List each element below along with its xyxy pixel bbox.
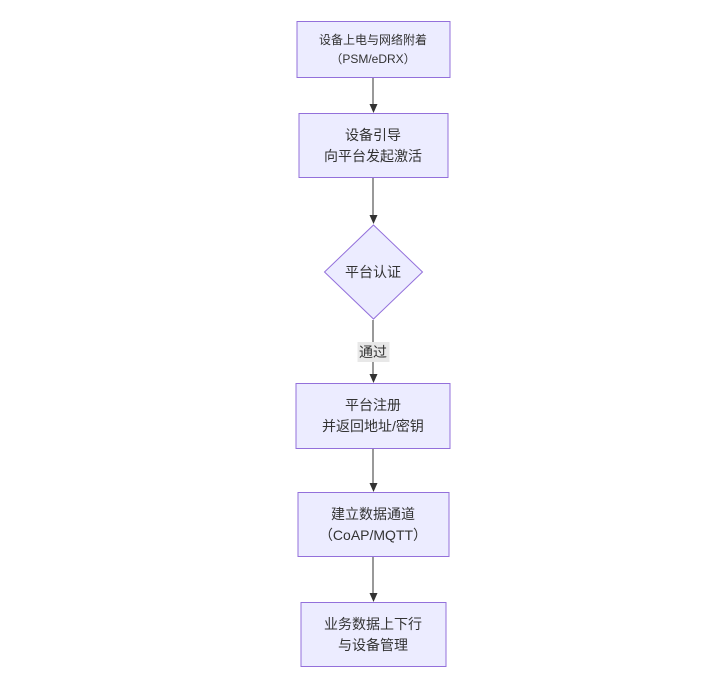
edge-arrow-4	[369, 449, 377, 492]
edge-arrow-1	[369, 78, 377, 113]
edge-arrow-5	[369, 557, 377, 602]
node-text-line: 设备上电与网络附着	[318, 32, 427, 47]
flowchart-column: 设备上电与网络附着 （PSM/eDRX） 设备引导 向平台发起激活 平台认证	[295, 21, 451, 667]
node-text-line: 建立数据通道	[331, 505, 415, 522]
diamond-shape-icon	[323, 224, 423, 320]
edge-arrow-3: 通过	[357, 320, 389, 383]
node-text-line: 向平台发起激活	[324, 147, 422, 164]
node-text-line: （CoAP/MQTT）	[318, 526, 428, 543]
node-text-line: 与设备管理	[338, 636, 408, 653]
edge-line	[372, 78, 374, 105]
arrowhead-down-icon	[369, 215, 377, 224]
arrowhead-down-icon	[369, 374, 377, 383]
node-text-line: 平台认证	[345, 264, 401, 280]
node-text-line: 设备引导	[345, 126, 401, 143]
flow-node-business-data: 业务数据上下行 与设备管理	[300, 602, 446, 667]
node-text-line: 业务数据上下行	[324, 615, 422, 632]
node-text-line: 并返回地址/密钥	[322, 418, 424, 434]
flow-node-platform-register: 平台注册 并返回地址/密钥	[295, 383, 451, 449]
edge-arrow-2	[369, 178, 377, 224]
flow-node-device-bootstrap: 设备引导 向平台发起激活	[298, 113, 448, 178]
flow-node-data-channel: 建立数据通道 （CoAP/MQTT）	[297, 492, 449, 557]
flow-node-power-network-attach: 设备上电与网络附着 （PSM/eDRX）	[296, 21, 450, 78]
flow-node-platform-auth-decision: 平台认证	[323, 224, 423, 320]
edge-label-pass: 通过	[357, 341, 389, 362]
edge-line	[372, 557, 374, 594]
node-text-line: （PSM/eDRX）	[330, 51, 416, 66]
edge-line	[372, 449, 374, 484]
node-text-line: 平台注册	[345, 397, 401, 413]
edge-line	[372, 178, 374, 216]
arrowhead-down-icon	[369, 593, 377, 602]
arrowhead-down-icon	[369, 104, 377, 113]
arrowhead-down-icon	[369, 483, 377, 492]
